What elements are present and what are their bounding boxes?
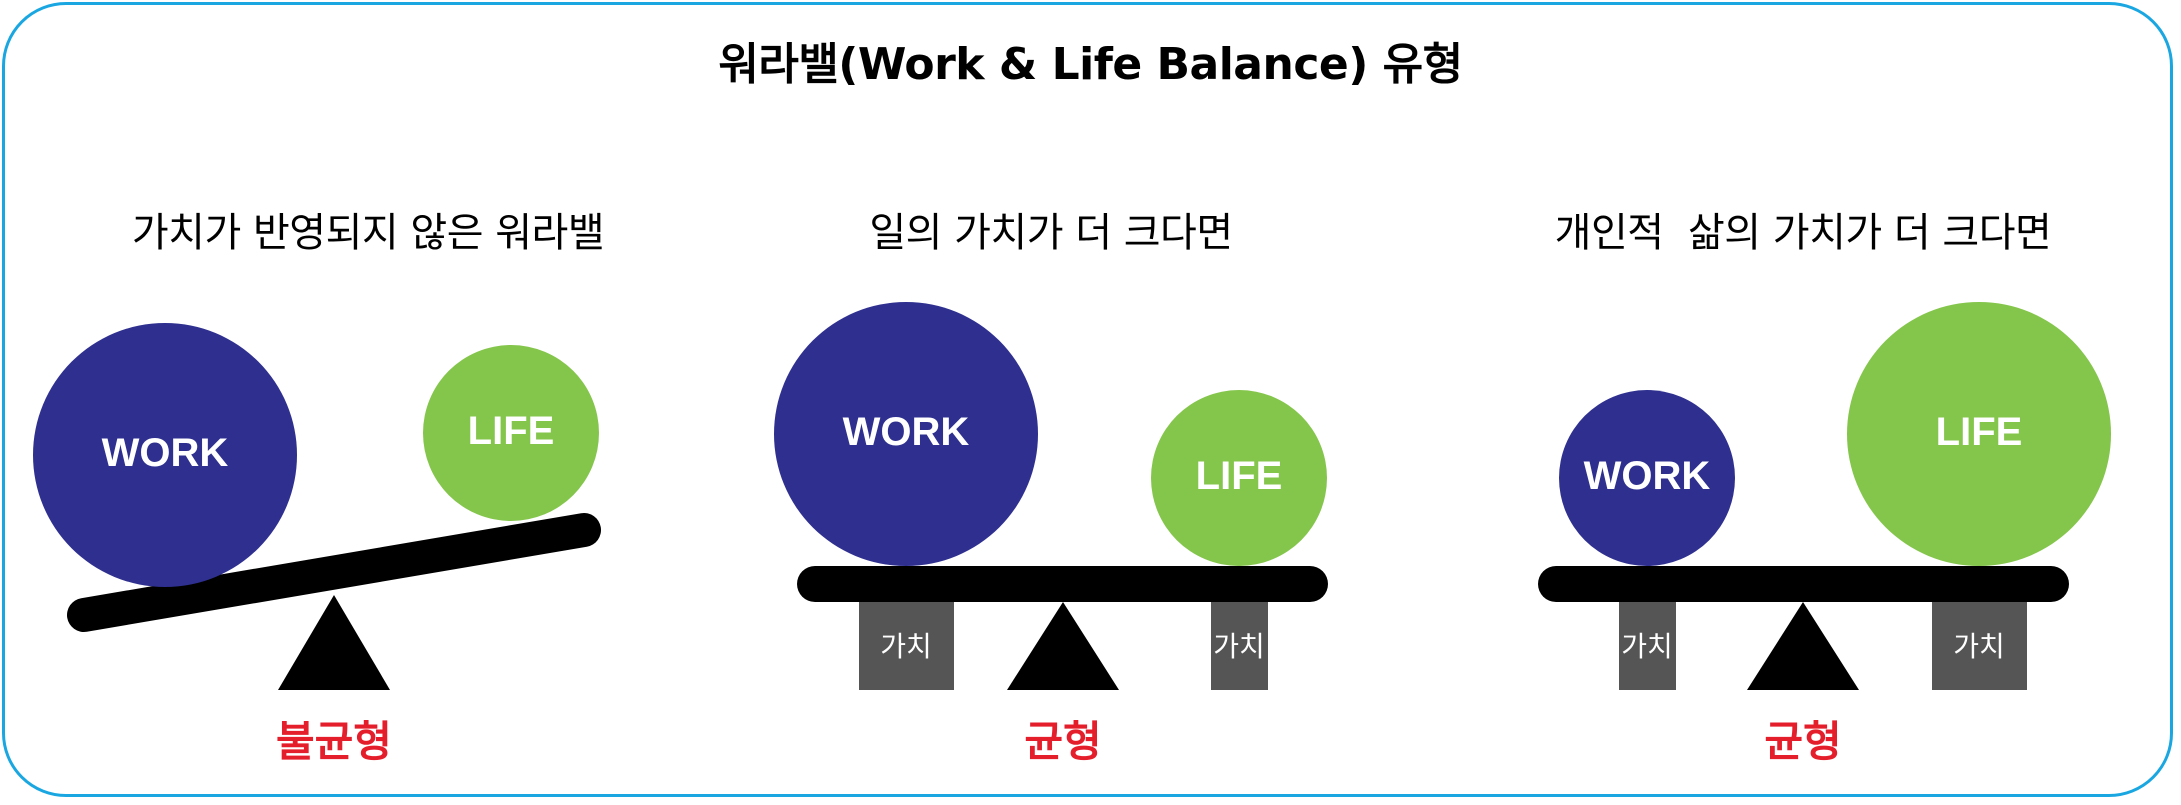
panel-3-work-circle	[1559, 390, 1735, 566]
panel-1-verdict: 불균형	[276, 717, 392, 766]
panel-2-verdict: 균형	[1024, 717, 1102, 766]
panel-2-beam	[797, 566, 1328, 602]
panel-2-weight-right-label: 가치	[1213, 630, 1265, 663]
panel-2-work-label: WORK	[843, 410, 970, 454]
panel-1-beam	[67, 513, 601, 632]
panel-2-weight-left-label: 가치	[880, 630, 932, 663]
panel-3-weight-right-label: 가치	[1953, 630, 2005, 663]
panel-1-life-label: LIFE	[468, 409, 555, 453]
panel-3-weight-right	[1932, 602, 2027, 690]
panel-2-work-circle	[774, 302, 1038, 566]
panel-3-weight-left-label: 가치	[1621, 630, 1673, 663]
panel-3-verdict: 균형	[1764, 717, 1842, 766]
panel-1-work-circle	[33, 323, 297, 587]
panel-3-fulcrum	[1747, 602, 1859, 690]
panel-2-fulcrum	[1007, 602, 1119, 690]
panel-2-weight-left	[859, 602, 954, 690]
panel-3-work-label: WORK	[1584, 454, 1711, 498]
panel-1-title: 가치가 반영되지 않은 워라밸	[131, 210, 605, 256]
panel-3-life-circle	[1847, 302, 2111, 566]
panel-2-life-circle	[1151, 390, 1327, 566]
panel-3-title: 개인적 삶의 가치가 더 크다면	[1554, 210, 2052, 256]
page-title: 워라밸(Work & Life Balance) 유형	[718, 39, 1463, 90]
panel-2-life-label: LIFE	[1196, 454, 1283, 498]
panel-1-fulcrum	[278, 595, 390, 690]
panel-1-seesaw: WORK LIFE	[33, 323, 601, 690]
panel-1-life-circle	[423, 345, 599, 521]
panel-2-seesaw: WORK LIFE 가치 가치	[774, 302, 1328, 690]
panel-3-seesaw: WORK LIFE 가치 가치	[1538, 302, 2111, 690]
panel-3-beam	[1538, 566, 2069, 602]
panel-3-life-label: LIFE	[1936, 410, 2023, 454]
panel-1-work-label: WORK	[102, 431, 229, 475]
panel-2-weight-right	[1211, 602, 1268, 690]
panel-2-title: 일의 가치가 더 크다면	[869, 210, 1233, 256]
panel-3-weight-left	[1619, 602, 1676, 690]
